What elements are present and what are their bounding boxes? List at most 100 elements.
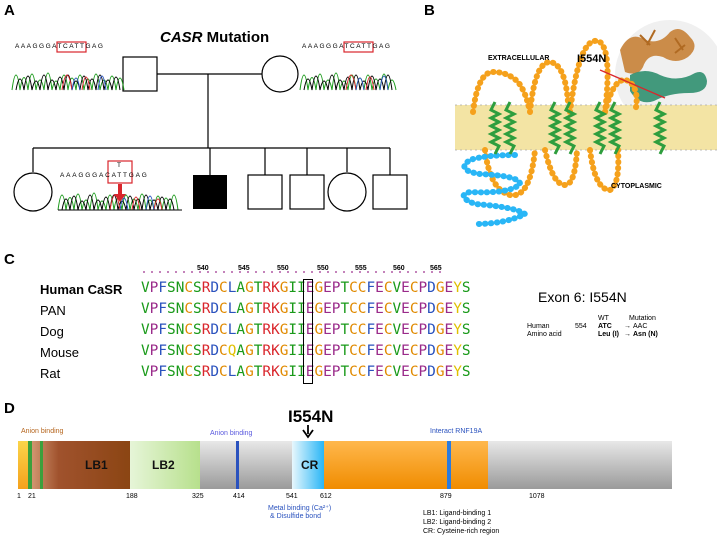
alignment-block: VPFSNCSRDCLAGTRKGIIEGEPTCCFECVECPDGEYS V… xyxy=(141,280,471,385)
residue: E xyxy=(375,301,384,317)
residue: G xyxy=(245,322,254,338)
residue: P xyxy=(331,364,341,380)
anion-binding-1: Anion binding xyxy=(21,428,64,435)
residue: I xyxy=(297,301,306,317)
mother-circle xyxy=(261,55,299,93)
mutation-header: Mutation xyxy=(629,315,656,322)
residue: P xyxy=(418,322,428,338)
residue: I xyxy=(297,364,306,380)
residue: E xyxy=(323,343,332,359)
child5-circle xyxy=(327,172,367,212)
tick-545: 545 xyxy=(238,265,250,272)
residue: P xyxy=(418,280,428,296)
residue: S xyxy=(461,280,471,296)
residue: E xyxy=(444,280,454,296)
residue: V xyxy=(141,364,150,380)
residue: P xyxy=(418,301,428,317)
lb1-domain xyxy=(28,441,130,489)
seq-child-het: T xyxy=(117,162,121,169)
signal-peptide xyxy=(18,441,28,489)
tick-560: 560 xyxy=(393,265,405,272)
residue: E xyxy=(401,364,410,380)
residue: S xyxy=(193,322,202,338)
residue: C xyxy=(409,280,419,296)
species-mouse: Mouse xyxy=(40,345,80,360)
residue: E xyxy=(444,343,454,359)
residue: C xyxy=(409,301,419,317)
wt-aa: Leu (I) xyxy=(598,331,619,338)
human-label: Human xyxy=(527,323,550,330)
residue: R xyxy=(201,343,211,359)
residue: I xyxy=(297,280,306,296)
amino-label: Amino acid xyxy=(527,331,562,338)
residue: S xyxy=(193,301,202,317)
residue: E xyxy=(323,301,332,317)
residue: F xyxy=(158,280,168,296)
residue: P xyxy=(331,343,341,359)
pos-612: 612 xyxy=(320,493,332,500)
residue: R xyxy=(262,364,272,380)
residue: P xyxy=(331,280,341,296)
sequence-row: VPFSNCSRDCLAGTRKGIIEGEPTCCFECVECPDGEYS xyxy=(141,364,471,385)
residue: A xyxy=(236,364,246,380)
residue: P xyxy=(149,322,159,338)
pos-879: 879 xyxy=(440,493,452,500)
residue: I xyxy=(297,322,306,338)
sequence-row: VPFSNCSRDCLAGTRKGIIEGEPTCCFECVECPDGEYS xyxy=(141,322,471,343)
residue: E xyxy=(375,343,384,359)
residue: C xyxy=(357,364,367,380)
tm-region xyxy=(324,441,488,489)
residue: S xyxy=(193,343,202,359)
residue: C xyxy=(409,322,419,338)
residue: S xyxy=(167,301,176,317)
protein-domain-bar xyxy=(18,441,672,489)
child1-circle xyxy=(13,172,53,212)
species-pan: PAN xyxy=(40,303,66,318)
residue: T xyxy=(253,364,263,380)
residue: E xyxy=(323,280,332,296)
residue: T xyxy=(340,280,350,296)
residue: I xyxy=(288,280,298,296)
residue: G xyxy=(279,343,289,359)
lb1-label: LB1 xyxy=(85,458,108,472)
residue: K xyxy=(271,364,280,380)
residue: E xyxy=(305,280,315,296)
residue: G xyxy=(314,343,324,359)
tick-565: 565 xyxy=(430,265,442,272)
residue: K xyxy=(271,280,280,296)
residue: Y xyxy=(453,322,462,338)
tick-550b: 550 xyxy=(317,265,329,272)
residue: V xyxy=(392,280,402,296)
residue: C xyxy=(383,280,393,296)
residue: C xyxy=(357,301,367,317)
residue: Y xyxy=(453,343,462,359)
extracellular-domain xyxy=(620,28,707,103)
residue: D xyxy=(427,364,436,380)
residue: R xyxy=(262,322,272,338)
residue: C xyxy=(219,301,228,317)
residue: K xyxy=(271,343,280,359)
residue: K xyxy=(271,301,280,317)
interact-rnf19a: Interact RNF19A xyxy=(430,428,483,435)
residue: C xyxy=(409,364,419,380)
pos-541: 541 xyxy=(286,493,298,500)
exon-title: Exon 6: I554N xyxy=(538,289,627,305)
residue: V xyxy=(141,343,150,359)
residue: E xyxy=(401,301,410,317)
position-label: 554 xyxy=(575,323,587,330)
residue: E xyxy=(375,364,384,380)
residue: C xyxy=(349,322,358,338)
residue: I xyxy=(288,343,298,359)
residue: E xyxy=(305,322,315,338)
residue: D xyxy=(427,280,436,296)
legend-lb1: LB1: Ligand-binding 1 xyxy=(423,510,492,517)
receptor-structure xyxy=(455,20,717,227)
chromatogram-mother xyxy=(299,72,397,91)
residue: K xyxy=(271,322,280,338)
residue: G xyxy=(279,301,289,317)
sequence-row: VPFSNCSRDCLAGTRKGIIEGEPTCCFECVECPDGEYS xyxy=(141,301,471,322)
residue: A xyxy=(236,343,246,359)
sequence-row: VPFSNCSRDCLAGTRKGIIEGEPTCCFECVECPDGEYS xyxy=(141,280,471,301)
pos-1078: 1078 xyxy=(529,493,545,500)
residue: D xyxy=(427,322,436,338)
